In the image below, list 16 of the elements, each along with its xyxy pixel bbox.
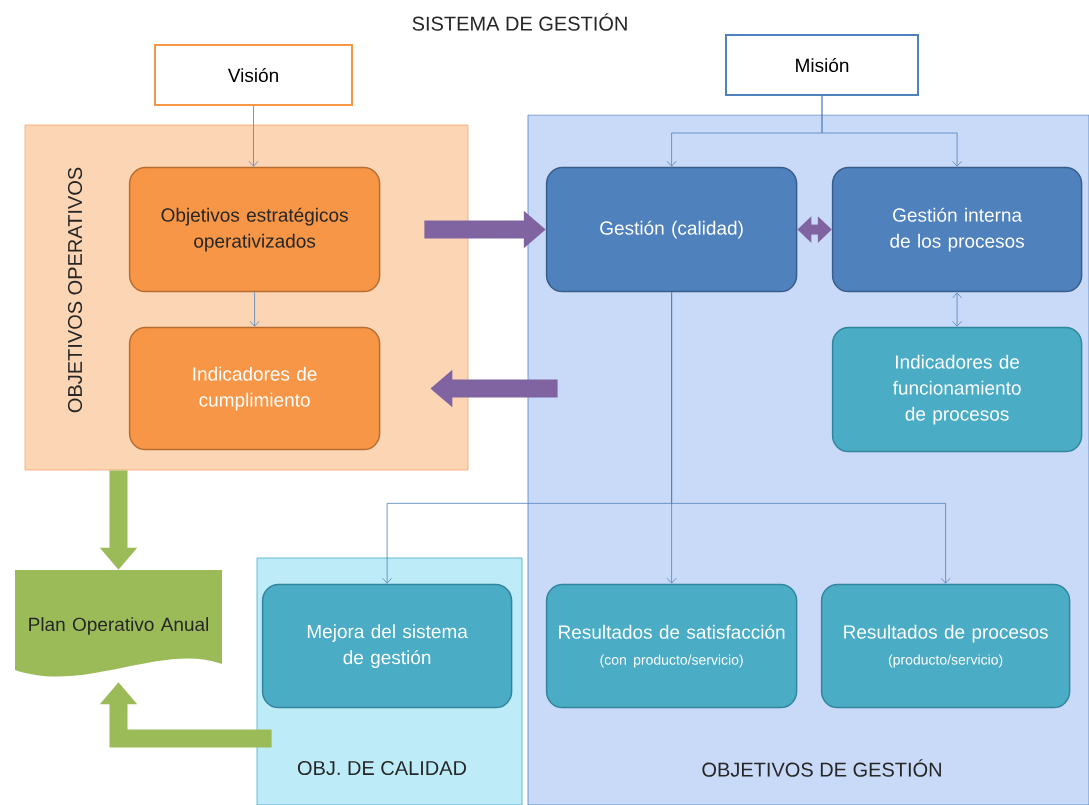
- arrow: [671, 291, 951, 584]
- process-box: Objetivos estratégicos operativizados: [128, 166, 381, 293]
- arrow: [821, 95, 962, 167]
- arrow: [952, 292, 962, 327]
- process-box: Resultados de satisfacción (con producto/servicio): [545, 583, 798, 709]
- process-box: Gestión interna de los procesos: [831, 166, 1083, 293]
- process-box: Gestión (calidad): [545, 166, 798, 293]
- process-box: Indicadores de funcionamiento de procesos: [831, 326, 1083, 453]
- diagram-title: SISTEMA DE GESTIÓN: [412, 13, 627, 31]
- statement-box: Misión: [725, 34, 919, 96]
- process-box: Indicadores de cumplimiento: [128, 326, 381, 451]
- process-box: Resultados de procesos (producto/servicio): [820, 583, 1071, 709]
- statement-box: Visión: [154, 44, 353, 106]
- arrow: [248, 105, 259, 167]
- process-box: Mejora del sistema de gestión: [261, 583, 513, 709]
- arrow: [249, 291, 260, 327]
